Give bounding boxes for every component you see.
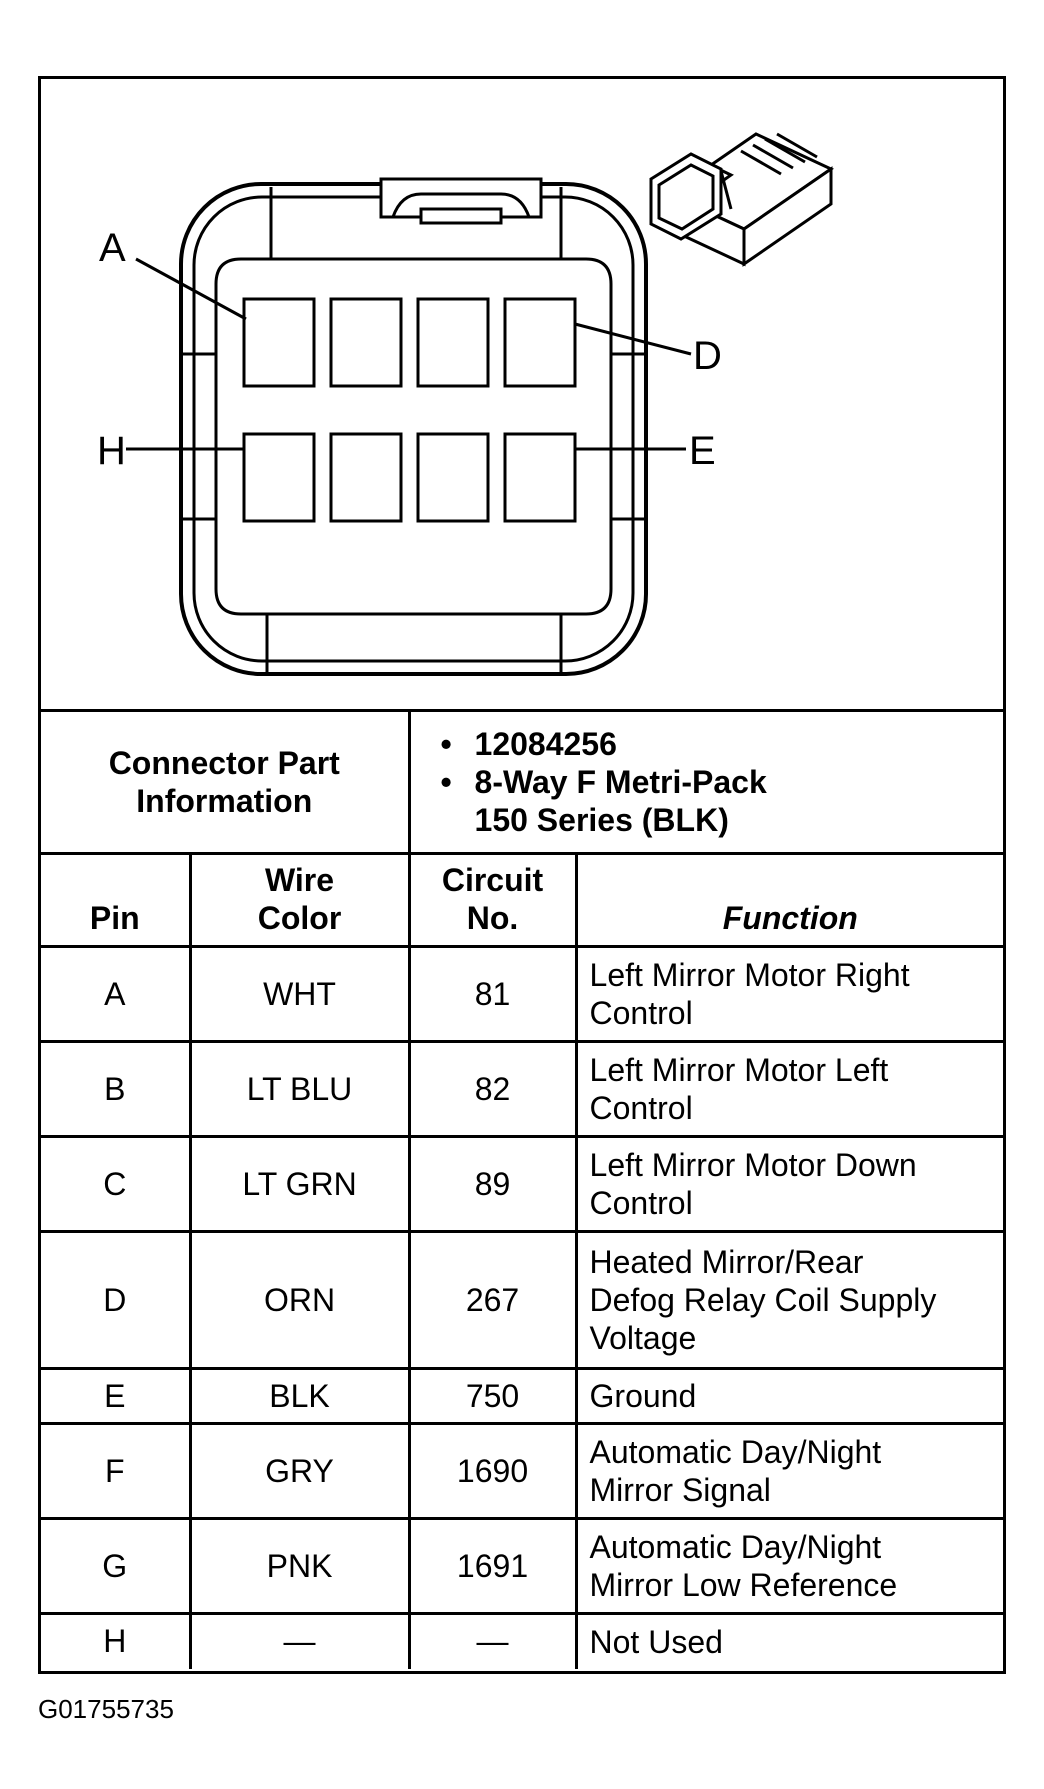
cavity-f xyxy=(416,432,490,523)
cavity-g xyxy=(329,432,403,523)
wire-color-cell: BLK xyxy=(188,1367,411,1425)
pin-label-e: E xyxy=(689,429,716,473)
circuit-cell: 81 xyxy=(407,945,578,1043)
function-text: Heated Mirror/Rear xyxy=(589,1244,864,1280)
table-row: H——Not Used xyxy=(41,1612,1004,1669)
pin-cell: B xyxy=(41,1040,192,1138)
connector-info-details: 12084256 8-Way F Metri-Pack 150 Series (… xyxy=(407,709,1004,855)
connector-info-label-line2: Information xyxy=(136,783,313,819)
header-function: Function xyxy=(574,852,1004,947)
pin-cell: F xyxy=(41,1422,192,1520)
header-pin: Pin xyxy=(41,852,192,947)
connector-face-diagram: A D H E xyxy=(97,132,835,676)
pin-cell: A xyxy=(41,945,192,1043)
wire-color-cell: — xyxy=(188,1612,411,1669)
header-circuit-line1: Circuit xyxy=(441,862,544,898)
pin-cell: E xyxy=(41,1367,192,1425)
connector-document: A D H E Connector Part xyxy=(38,76,1006,1674)
function-text: Control xyxy=(589,995,693,1031)
cavity-a xyxy=(242,297,316,388)
latch-tab xyxy=(419,207,503,225)
circuit-cell: 267 xyxy=(407,1230,578,1370)
connector-description-line1: 8-Way F Metri-Pack xyxy=(441,763,992,801)
leader-a xyxy=(135,257,247,321)
wire-color-cell: LT BLU xyxy=(188,1040,411,1138)
part-number: 12084256 xyxy=(441,725,992,763)
connector-info-label: Connector Part Information xyxy=(41,709,411,855)
circuit-cell: 89 xyxy=(407,1135,578,1233)
function-text: Left Mirror Motor Left xyxy=(589,1052,889,1088)
function-text: Control xyxy=(589,1185,693,1221)
pin-label-d: D xyxy=(693,334,722,378)
pin-label-a: A xyxy=(99,226,126,270)
function-text: Automatic Day/Night xyxy=(589,1434,882,1470)
circuit-cell: 82 xyxy=(407,1040,578,1138)
function-text: Voltage xyxy=(589,1320,697,1356)
circuit-cell: 1690 xyxy=(407,1422,578,1520)
wire-color-cell: GRY xyxy=(188,1422,411,1520)
header-wire-color: Wire Color xyxy=(188,852,411,947)
connector-info-label-line1: Connector Part xyxy=(108,745,340,781)
cavity-outline xyxy=(214,257,613,616)
wire-color-cell: WHT xyxy=(188,945,411,1043)
connector-inner-shell xyxy=(192,195,635,663)
function-text: Defog Relay Coil Supply xyxy=(589,1282,937,1318)
cavity-d xyxy=(503,297,577,388)
wire-color-cell: ORN xyxy=(188,1230,411,1370)
figure-code: G01755735 xyxy=(38,1694,174,1724)
cavity-h xyxy=(242,432,316,523)
circuit-cell: — xyxy=(407,1612,578,1669)
header-circuit-line2: No. xyxy=(466,900,519,936)
wire-color-cell: LT GRN xyxy=(188,1135,411,1233)
function-text: Ground xyxy=(589,1378,697,1414)
cavity-e xyxy=(503,432,577,523)
connector-description-line2: 150 Series (BLK) xyxy=(474,802,729,838)
pin-cell: G xyxy=(41,1517,192,1615)
header-circuit-no: Circuit No. xyxy=(407,852,578,947)
cavity-c xyxy=(416,297,490,388)
function-text: Automatic Day/Night xyxy=(589,1529,882,1565)
leader-d xyxy=(574,322,692,356)
function-text: Not Used xyxy=(589,1623,723,1660)
table-header-row: Pin Wire Color Circuit No. Function xyxy=(41,852,1004,947)
pin-cell: C xyxy=(41,1135,192,1233)
function-text: Control xyxy=(589,1090,693,1126)
function-text: Mirror Low Reference xyxy=(589,1567,898,1603)
function-text: Left Mirror Motor Right xyxy=(589,957,910,993)
connector-isometric-icon xyxy=(649,132,835,267)
function-cell: Ground xyxy=(574,1367,1004,1425)
function-text: Left Mirror Motor Down xyxy=(589,1147,917,1183)
circuit-cell: 1691 xyxy=(407,1517,578,1615)
pinout-table: Connector Part Information 12084256 8-Wa… xyxy=(41,709,1004,1669)
function-cell: Not Used xyxy=(574,1612,1004,1669)
pin-label-h: H xyxy=(97,429,126,473)
wire-color-cell: PNK xyxy=(188,1517,411,1615)
connector-info-row: Connector Part Information 12084256 8-Wa… xyxy=(41,709,1004,855)
latch-arch xyxy=(391,192,531,218)
pin-cell: D xyxy=(41,1230,192,1370)
header-wire-color-line1: Wire xyxy=(264,862,335,898)
pin-cell: H xyxy=(41,1612,192,1669)
circuit-cell: 750 xyxy=(407,1367,578,1425)
header-wire-color-line2: Color xyxy=(257,900,342,936)
function-text: Mirror Signal xyxy=(589,1472,771,1508)
cavity-b xyxy=(329,297,403,388)
